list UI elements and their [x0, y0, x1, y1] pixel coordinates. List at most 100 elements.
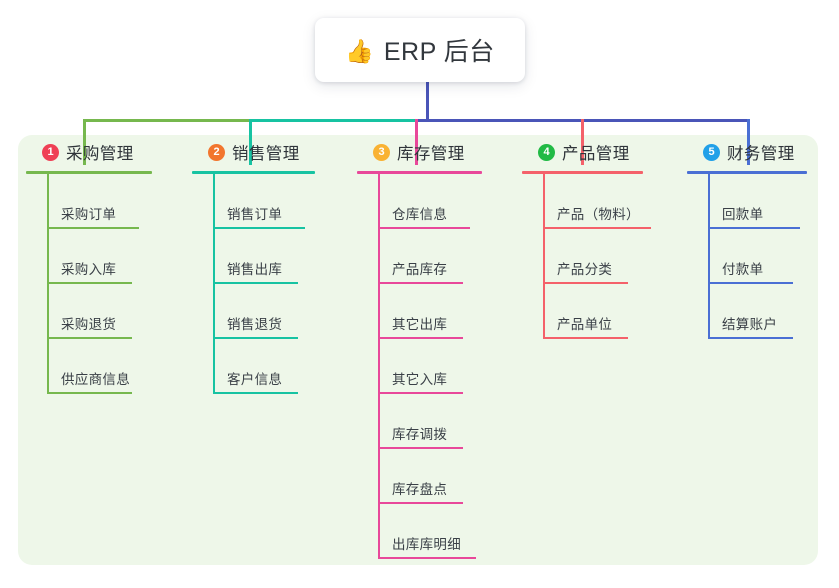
branch-title: 库存管理 [397, 145, 465, 163]
branch-items: 回款单付款单结算账户 [708, 174, 823, 339]
branch-item[interactable]: 采购退货 [47, 284, 172, 339]
branch-drop-line-3 [415, 119, 418, 165]
branch-number-badge: 1 [42, 143, 59, 161]
branch-item[interactable]: 产品（物料） [543, 174, 666, 229]
branch-item-label: 供应商信息 [61, 372, 130, 387]
branch-item-rule [47, 227, 139, 229]
branch-item-rule [378, 282, 463, 284]
thumbs-up-icon: 👍 [345, 37, 374, 64]
branch-columns: 1 采购管理采购订单采购入库采购退货供应商信息 2 销售管理销售订单销售出库销售退货客… [18, 135, 818, 565]
branch-number-badge: 5 [703, 143, 720, 161]
branch-item[interactable]: 仓库信息 [378, 174, 503, 229]
branch-item[interactable]: 产品单位 [543, 284, 666, 339]
branch-item-label: 仓库信息 [392, 207, 448, 222]
branch-title: 采购管理 [66, 145, 134, 163]
branch-item-rule [47, 392, 132, 394]
branch-item[interactable]: 销售退货 [213, 284, 336, 339]
branch-items: 采购订单采购入库采购退货供应商信息 [47, 174, 172, 394]
branch-header-3[interactable]: 3 库存管理 [353, 135, 503, 169]
branch-title: 销售管理 [232, 145, 300, 163]
branch-item[interactable]: 出库库明细 [378, 504, 503, 559]
branch-spine [378, 174, 380, 559]
branch-item[interactable]: 付款单 [708, 229, 823, 284]
branch-item-label: 采购入库 [61, 262, 117, 277]
branch-item-rule [378, 502, 463, 504]
branch-number-badge: 2 [208, 143, 225, 161]
branch-item[interactable]: 采购入库 [47, 229, 172, 284]
branch-item-label: 出库库明细 [392, 537, 461, 552]
branch-header-rule [26, 171, 152, 174]
branch-item-label: 其它入库 [392, 372, 448, 387]
branch-column-2: 2 销售管理销售订单销售出库销售退货客户信息 [188, 135, 336, 394]
branch-item-rule [708, 337, 793, 339]
branch-items: 销售订单销售出库销售退货客户信息 [213, 174, 336, 394]
branch-header-4[interactable]: 4 产品管理 [518, 135, 666, 169]
branch-item-rule [213, 392, 298, 394]
branch-item-label: 销售出库 [227, 262, 283, 277]
branch-items: 仓库信息产品库存其它出库其它入库库存调拨库存盘点出库库明细 [378, 174, 503, 559]
branch-item-rule [543, 227, 651, 229]
branch-item-rule [378, 337, 463, 339]
branch-header-rule [522, 171, 643, 174]
branch-item[interactable]: 产品库存 [378, 229, 503, 284]
branch-item-label: 库存调拨 [392, 427, 448, 442]
branch-item-label: 客户信息 [227, 372, 283, 387]
branch-item[interactable]: 库存盘点 [378, 449, 503, 504]
branch-item-rule [213, 227, 305, 229]
branch-item-rule [543, 282, 628, 284]
branch-item-rule [543, 337, 628, 339]
branch-header-rule [687, 171, 807, 174]
branch-item-rule [47, 282, 132, 284]
branch-item[interactable]: 结算账户 [708, 284, 823, 339]
branch-item-label: 产品（物料） [557, 207, 640, 222]
branch-item-rule [708, 227, 800, 229]
branch-item-label: 库存盘点 [392, 482, 448, 497]
branch-item-rule [213, 337, 298, 339]
branch-item[interactable]: 其它入库 [378, 339, 503, 394]
branch-item[interactable]: 库存调拨 [378, 394, 503, 449]
branch-item[interactable]: 其它出库 [378, 284, 503, 339]
branch-item-label: 销售退货 [227, 317, 283, 332]
branch-drop-line-2 [249, 119, 252, 165]
branch-number-badge: 3 [373, 143, 390, 161]
branch-column-5: 5 财务管理回款单付款单结算账户 [683, 135, 823, 339]
branch-item[interactable]: 销售订单 [213, 174, 336, 229]
root-node-label: ERP 后台 [383, 38, 495, 66]
branch-item[interactable]: 销售出库 [213, 229, 336, 284]
root-node-card[interactable]: 👍 ERP 后台 [315, 18, 525, 82]
branch-header-2[interactable]: 2 销售管理 [188, 135, 336, 169]
branch-item-rule [47, 337, 132, 339]
branch-item-label: 其它出库 [392, 317, 448, 332]
branch-items: 产品（物料） 产品分类产品单位 [543, 174, 666, 339]
branch-drop-line-4 [581, 119, 584, 165]
branch-item[interactable]: 供应商信息 [47, 339, 172, 394]
branch-item-label: 产品单位 [557, 317, 613, 332]
branch-item-rule [378, 557, 476, 559]
branch-spine [213, 174, 215, 394]
branch-column-4: 4 产品管理产品（物料） 产品分类产品单位 [518, 135, 666, 339]
branch-item[interactable]: 采购订单 [47, 174, 172, 229]
branch-item-rule [378, 447, 463, 449]
branch-column-1: 1 采购管理采购订单采购入库采购退货供应商信息 [22, 135, 172, 394]
branches-panel [18, 135, 818, 565]
root-stem-line [426, 82, 429, 122]
branch-title: 财务管理 [727, 145, 795, 163]
branch-title: 产品管理 [562, 145, 630, 163]
branch-item-rule [378, 227, 470, 229]
branch-item-label: 销售订单 [227, 207, 283, 222]
branch-header-rule [192, 171, 315, 174]
branch-drop-line-5 [747, 119, 750, 165]
branch-spine [47, 174, 49, 394]
bus-segment-1 [83, 119, 249, 122]
branch-item[interactable]: 产品分类 [543, 229, 666, 284]
branch-number-badge: 4 [538, 143, 555, 161]
branch-item-label: 付款单 [722, 262, 764, 277]
branch-header-1[interactable]: 1 采购管理 [22, 135, 172, 169]
branch-header-5[interactable]: 5 财务管理 [683, 135, 823, 169]
branch-item-rule [213, 282, 298, 284]
branch-item[interactable]: 客户信息 [213, 339, 336, 394]
branch-item[interactable]: 回款单 [708, 174, 823, 229]
branch-item-rule [708, 282, 793, 284]
branch-item-label: 采购订单 [61, 207, 117, 222]
